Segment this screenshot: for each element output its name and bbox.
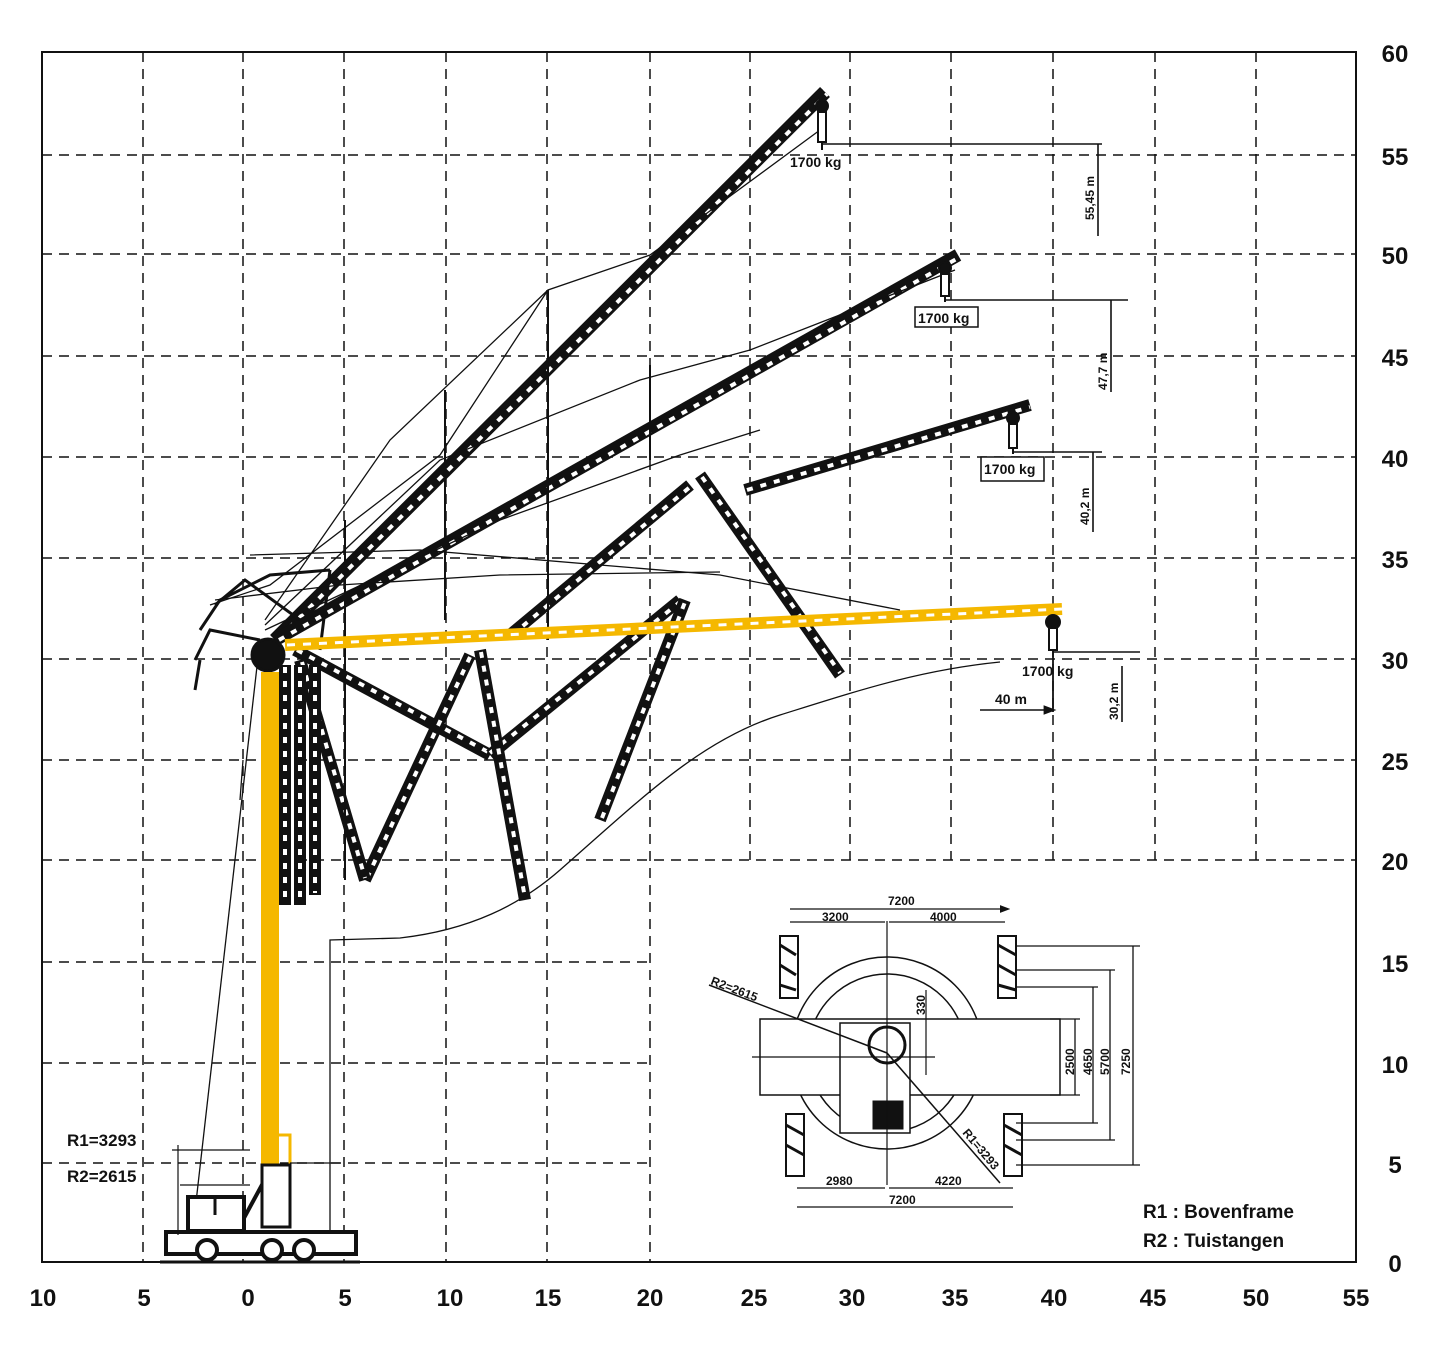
jib-position-2 <box>271 249 962 646</box>
dim-top-left: 3200 <box>822 910 849 924</box>
height-label-1: 55,45 m <box>1083 176 1097 220</box>
y-tick: 25 <box>1382 749 1409 776</box>
footprint-plan <box>708 905 1140 1208</box>
load-label-3: 1700 kg <box>984 461 1035 477</box>
dim-side-7250: 7250 <box>1119 1048 1133 1075</box>
wheel <box>195 1238 219 1262</box>
y-tick: 10 <box>1382 1052 1409 1079</box>
jib-folding-sections <box>279 595 691 905</box>
dim-bottom-right: 4220 <box>935 1174 962 1188</box>
x-tick: 15 <box>535 1285 562 1312</box>
height-label-4: 30,2 m <box>1107 683 1121 720</box>
r1-side-label: R1=3293 <box>67 1131 136 1150</box>
load-label-1: 1700 kg <box>790 154 841 170</box>
outrigger-pad <box>779 935 799 999</box>
side-radius-labels: R1=3293 R2=2615 <box>67 1131 136 1186</box>
dim-top-right: 4000 <box>930 910 957 924</box>
x-tick: 30 <box>839 1285 866 1312</box>
x-axis-labels: 10 5 0 5 10 15 20 25 30 35 40 45 50 55 <box>30 1285 1370 1312</box>
load-labels: 1700 kg 1700 kg 1700 kg 1700 kg 40 m 55,… <box>790 154 1121 720</box>
y-axis-labels: 60 55 50 45 40 35 30 25 20 15 10 5 0 <box>1382 41 1409 1278</box>
hook-3 <box>1006 411 1020 454</box>
working-range-envelope <box>239 661 1001 1245</box>
y-tick: 60 <box>1382 41 1409 68</box>
dim-side-4650: 4650 <box>1081 1048 1095 1075</box>
hooks <box>815 99 1061 712</box>
y-tick: 0 <box>1388 1251 1401 1278</box>
height-label-2: 47,7 m <box>1096 353 1110 390</box>
hook-1 <box>815 99 829 150</box>
y-tick: 40 <box>1382 446 1409 473</box>
x-tick: 25 <box>741 1285 768 1312</box>
x-tick: 0 <box>241 1285 254 1312</box>
height-dimensions <box>822 143 1140 722</box>
hook-4 <box>1045 614 1061 712</box>
y-tick: 20 <box>1382 849 1409 876</box>
x-tick: 5 <box>338 1285 351 1312</box>
legend: R1 : Bovenframe R2 : Tuistangen <box>1143 1202 1294 1252</box>
legend-r2: R2 : Tuistangen <box>1143 1231 1284 1252</box>
x-tick: 50 <box>1243 1285 1270 1312</box>
y-tick: 5 <box>1388 1152 1401 1179</box>
x-tick: 55 <box>1343 1285 1370 1312</box>
x-tick: 40 <box>1041 1285 1068 1312</box>
x-tick: 10 <box>437 1285 464 1312</box>
dim-side-5700: 5700 <box>1098 1048 1112 1075</box>
y-tick: 15 <box>1382 951 1409 978</box>
y-tick: 45 <box>1382 345 1409 372</box>
load-label-4: 1700 kg <box>1022 663 1073 679</box>
x-tick: 5 <box>137 1285 150 1312</box>
jib-positions <box>189 87 1032 1256</box>
dim-side-2500: 2500 <box>1063 1048 1077 1075</box>
r2-side-label: R2=2615 <box>67 1167 136 1186</box>
dim-bottom-left: 2980 <box>826 1174 853 1188</box>
x-tick: 35 <box>942 1285 969 1312</box>
r2-plan-label: R2=2615 <box>709 974 760 1005</box>
wheel <box>292 1238 316 1262</box>
dim-bottom-total: 7200 <box>889 1193 916 1207</box>
y-tick: 50 <box>1382 243 1409 270</box>
legend-r1: R1 : Bovenframe <box>1143 1202 1294 1223</box>
x-tick: 20 <box>637 1285 664 1312</box>
x-tick: 10 <box>30 1285 57 1312</box>
tie-ropes <box>189 129 956 1256</box>
grid-lines <box>42 52 1356 1262</box>
hook-2 <box>938 261 952 302</box>
y-tick: 35 <box>1382 547 1409 574</box>
truck-carrier <box>160 1145 360 1264</box>
wheel <box>260 1238 284 1262</box>
y-tick: 55 <box>1382 144 1409 171</box>
load-label-2: 1700 kg <box>918 310 969 326</box>
tower-mast <box>261 672 279 1177</box>
jib-position-1 <box>270 87 830 645</box>
dim-top-total: 7200 <box>888 894 915 908</box>
x-tick: 45 <box>1140 1285 1167 1312</box>
plot-frame <box>41 51 1357 1263</box>
tower-head <box>193 568 332 691</box>
dim-center-offset: 330 <box>914 995 928 1015</box>
radius-label: 40 m <box>995 691 1027 707</box>
y-tick: 30 <box>1382 648 1409 675</box>
jib-position-3 <box>506 399 1032 679</box>
height-label-3: 40,2 m <box>1078 488 1092 525</box>
r1-plan-label: R1=3293 <box>960 1126 1002 1173</box>
